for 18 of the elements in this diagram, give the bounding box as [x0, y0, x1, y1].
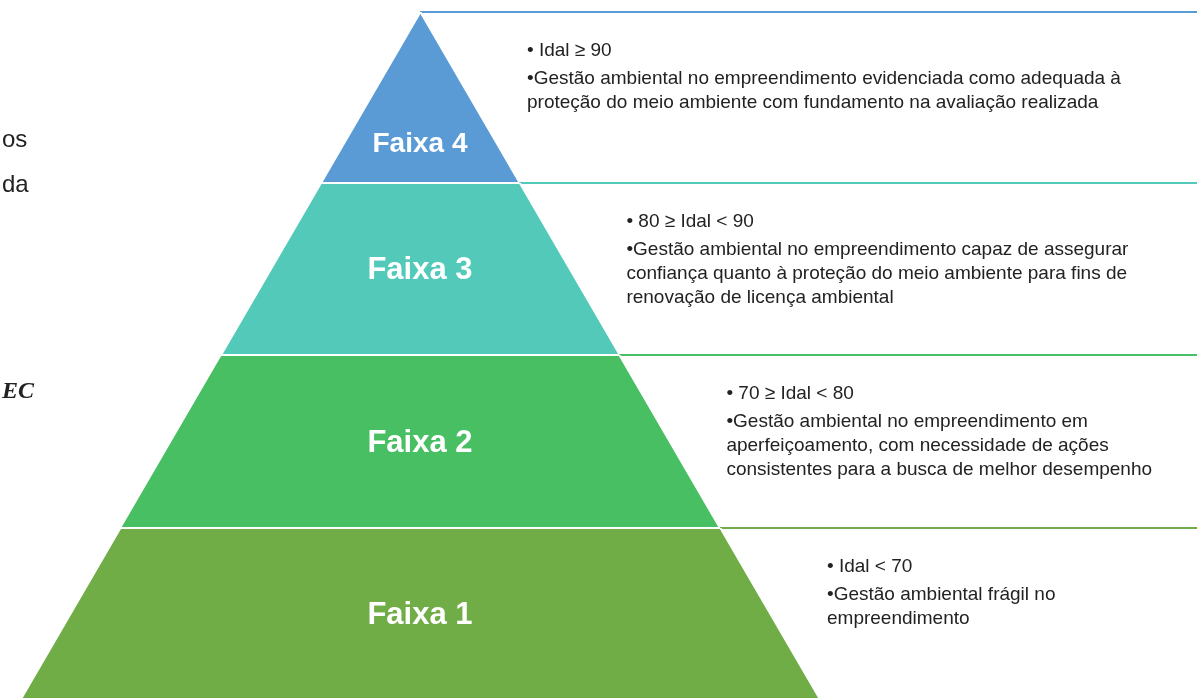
- description-text: • Idal < 70: [827, 554, 914, 578]
- description-text: • 80 ≥ Idal < 90: [626, 209, 755, 233]
- tier-label: Faixa 4: [372, 126, 468, 159]
- cut-off-text: os: [2, 125, 28, 153]
- description-text: • Idal ≥ 90: [527, 38, 613, 62]
- description-text: •Gestão ambiental frágil no empreendimento: [827, 582, 1057, 630]
- tier-label: Faixa 1: [367, 595, 473, 632]
- pyramid-tier: [220, 183, 620, 355]
- cut-off-text: da: [2, 170, 29, 198]
- pyramid-tier: [20, 528, 820, 699]
- description-text: •Gestão ambiental no empreendimento capaz de assegurar confiança quanto à proteção do meio ambiente para fins de renovação de licença ambiental: [626, 237, 1130, 309]
- description-text: •Gestão ambiental no empreendimento em aperfeiçoamento, com necessidade de ações consistentes para a busca de melhor desempenho: [726, 409, 1154, 481]
- cut-off-text: EC: [2, 377, 34, 404]
- tier-label: Faixa 2: [367, 423, 473, 460]
- description-text: •Gestão ambiental no empreendimento evidenciada como adequada à proteção do meio ambiente com fundamento na avaliação realizada: [527, 66, 1122, 114]
- tier-label: Faixa 3: [367, 251, 473, 287]
- pyramid-tier: [120, 355, 720, 528]
- description-text: • 70 ≥ Idal < 80: [726, 381, 855, 405]
